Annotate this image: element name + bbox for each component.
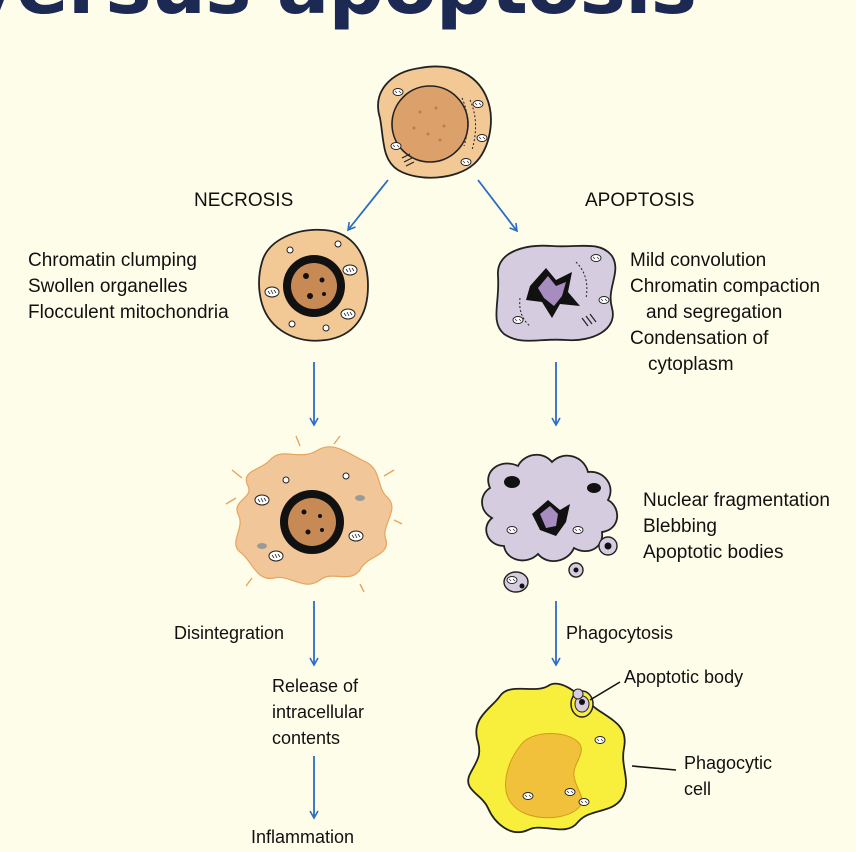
apoptosis-heading: APOPTOSIS — [585, 190, 695, 211]
inflammation-label: Inflammation — [251, 827, 355, 847]
apoptosis-features: Mild convolution Chromatin compaction an… — [630, 248, 820, 378]
phagocytic-cell-pointer — [631, 765, 677, 771]
arrow-to-apoptosis — [477, 179, 518, 233]
disintegration-label: Disintegration — [174, 623, 285, 643]
feature-chromatin-clumping: Chromatin clumping — [28, 250, 197, 271]
phagocytic-cell-label: Phagocytic cell — [684, 750, 772, 802]
release-line-1: Release of — [272, 676, 359, 696]
normal-cell — [377, 65, 492, 179]
phagocytosis-label: Phagocytosis — [566, 623, 674, 643]
feature-segregation: and segregation — [646, 302, 783, 323]
apoptotic-body-label: Apoptotic body — [624, 667, 744, 687]
feature-blebbing: Blebbing — [643, 516, 717, 537]
page-title: versus apoptosis — [0, 0, 697, 26]
feature-chromatin-compaction: Chromatin compaction — [630, 276, 821, 297]
arrow-to-necrosis — [346, 179, 389, 232]
release-line-2: intracellular — [272, 702, 365, 722]
feature-swollen-organelles: Swollen organelles — [28, 276, 188, 297]
feature-nuclear-fragmentation: Nuclear fragmentation — [643, 490, 830, 511]
fragmentation-features: Nuclear fragmentation Blebbing Apoptotic… — [643, 488, 830, 566]
feature-apoptotic-bodies: Apoptotic bodies — [643, 542, 784, 563]
release-line-3: contents — [272, 728, 341, 748]
phagocytic-line-2: cell — [684, 779, 712, 799]
feature-condensation: Condensation of — [630, 328, 769, 349]
fragmenting-apoptotic-cell — [481, 453, 618, 593]
disintegrating-cell — [225, 435, 403, 593]
phagocytic-cell — [467, 682, 627, 833]
feature-flocculent-mitochondria: Flocculent mitochondria — [28, 302, 229, 323]
apoptotic-body-pointer — [589, 681, 621, 701]
necrosis-heading: NECROSIS — [194, 190, 294, 211]
release-label: Release of intracellular contents — [272, 673, 364, 751]
apoptotic-cell — [495, 244, 617, 342]
feature-cytoplasm: cytoplasm — [648, 354, 734, 375]
necrotic-swollen-cell — [258, 228, 369, 342]
feature-mild-convolution: Mild convolution — [630, 250, 767, 271]
necrosis-features: Chromatin clumping Swollen organelles Fl… — [28, 248, 229, 326]
phagocytic-line-1: Phagocytic — [684, 753, 773, 773]
